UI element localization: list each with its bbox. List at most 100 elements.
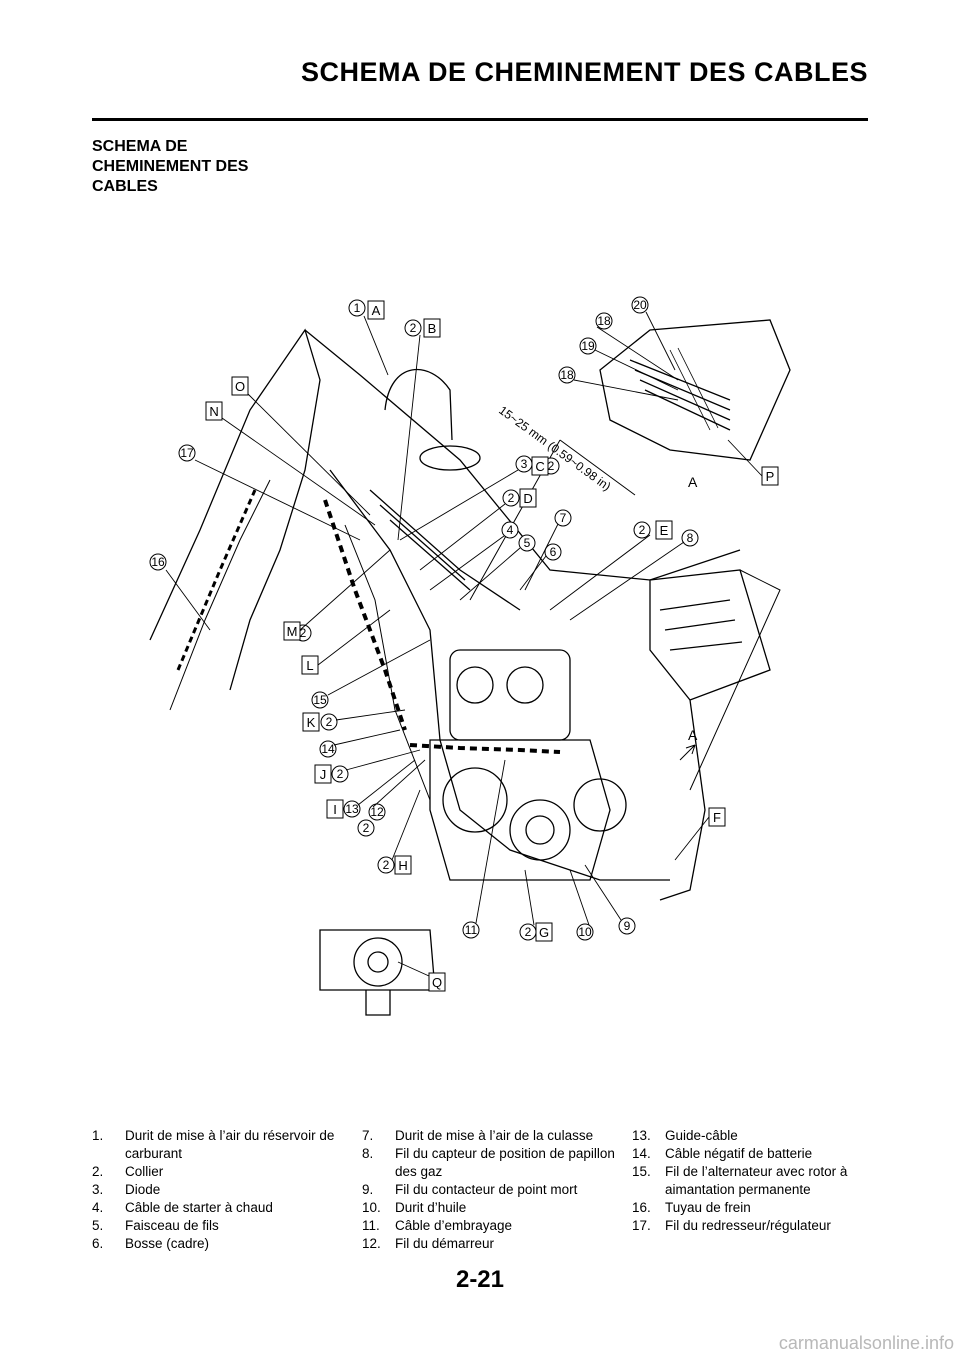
callout-letter: G bbox=[539, 925, 549, 940]
callout-letter: L bbox=[306, 658, 313, 673]
legend-item: 14. Câble négatif de batterie bbox=[632, 1145, 892, 1163]
legend-item: 16. Tuyau de frein bbox=[632, 1199, 892, 1217]
legend-item: 13. Guide-câble bbox=[632, 1127, 892, 1145]
legend-column: 7. Durit de mise à l’air de la culasse 8.… bbox=[362, 1127, 622, 1253]
callout-letter: I bbox=[333, 802, 337, 817]
legend-number: 3. bbox=[92, 1182, 104, 1197]
legend-text: Câble de starter à chaud bbox=[125, 1200, 273, 1215]
callout-number: 6 bbox=[550, 545, 557, 559]
legend-item: 3. Diode bbox=[92, 1181, 352, 1199]
callout-number: 2 bbox=[337, 767, 344, 781]
callout-letter: F bbox=[713, 810, 721, 825]
legend-item: 8.Fil du capteur de position de papillon… bbox=[362, 1145, 622, 1181]
callout-letter: A bbox=[372, 303, 381, 318]
legend-number: 15. bbox=[632, 1164, 651, 1179]
legend-number: 1. bbox=[92, 1128, 104, 1143]
legend-number: 4. bbox=[92, 1200, 104, 1215]
leader-lines bbox=[165, 311, 763, 977]
callout-number: 12 bbox=[370, 805, 384, 819]
header-rule bbox=[92, 118, 868, 121]
legend-text: Bosse (cadre) bbox=[125, 1236, 210, 1251]
callout-letter: N bbox=[209, 404, 218, 419]
legend-item: 12. Fil du démarreur bbox=[362, 1235, 622, 1253]
legend-item: 6. Bosse (cadre) bbox=[92, 1235, 352, 1253]
page-number: 2-21 bbox=[455, 1266, 505, 1293]
callout-letter: E bbox=[660, 523, 669, 538]
dimension-note: 15~25 mm (0.59~0.98 in) bbox=[496, 403, 613, 494]
legend-number: 6. bbox=[92, 1236, 104, 1251]
legend-item: 4. Câble de starter à chaud bbox=[92, 1199, 352, 1217]
callout-number: 2 bbox=[548, 459, 555, 473]
callout-number: 15 bbox=[313, 693, 327, 707]
legend-number: 13. bbox=[632, 1128, 651, 1143]
legend-text: Collier bbox=[125, 1164, 164, 1179]
letter-callouts: A B C D E F G H I J K L M N O P Q bbox=[205, 300, 779, 992]
legend-item: 1. Durit de mise à l’air du réservoir de … bbox=[92, 1127, 352, 1163]
legend-text: Diode bbox=[125, 1182, 161, 1197]
callout-number: 14 bbox=[321, 742, 335, 756]
legend-item: 11.Câble d’embrayage bbox=[362, 1217, 622, 1235]
callout-number: 17 bbox=[180, 446, 194, 460]
callout-letter: P bbox=[766, 469, 775, 484]
callout-letter: K bbox=[307, 715, 316, 730]
legend-number: 5. bbox=[92, 1218, 104, 1233]
watermark: carmanualsonline.info bbox=[778, 1333, 954, 1353]
callout-number: 18 bbox=[560, 368, 574, 382]
callout-number: 2 bbox=[639, 523, 646, 537]
view-marker: A bbox=[688, 727, 698, 743]
cable-routing-diagram: 15~25 mm (0.59~0.98 in) A A 1 2 3 2 2 4 … bbox=[149, 296, 791, 1016]
number-callouts: 1 2 3 2 2 4 5 6 7 2 8 9 10 2 11 2 12 13 … bbox=[149, 296, 699, 941]
legend-text: Fil de l’alternateur avec rotor à aimant… bbox=[665, 1164, 848, 1197]
legend-number: 12. bbox=[362, 1236, 381, 1251]
callout-number: 8 bbox=[687, 531, 694, 545]
callout-number: 9 bbox=[624, 919, 631, 933]
callout-letter: D bbox=[523, 491, 532, 506]
legend-item: 7. Durit de mise à l’air de la culasse bbox=[362, 1127, 622, 1145]
legend-number: 10. bbox=[362, 1200, 381, 1215]
callout-letter: H bbox=[398, 858, 407, 873]
callout-number: 13 bbox=[345, 802, 359, 816]
callout-number: 2 bbox=[508, 491, 515, 505]
legend-column: 13. Guide-câble 14. Câble négatif de batte… bbox=[632, 1127, 892, 1235]
page-header: SCHEMA DE CHEMINEMENT DES CABLES bbox=[0, 0, 960, 130]
legend-text: Durit de mise à l’air du réservoir de ca… bbox=[125, 1128, 335, 1161]
legend-text: Durit de mise à l’air de la culasse bbox=[395, 1128, 594, 1143]
callout-number: 5 bbox=[524, 536, 531, 550]
callout-number: 2 bbox=[383, 858, 390, 872]
callout-number: 20 bbox=[633, 298, 647, 312]
callout-number: 2 bbox=[300, 626, 307, 640]
diagram-linework bbox=[149, 319, 791, 1016]
callout-number: 2 bbox=[525, 925, 532, 939]
legend-text: Fil du capteur de position de papillon d… bbox=[395, 1146, 615, 1179]
legend-number: 16. bbox=[632, 1200, 651, 1215]
legend-number: 7. bbox=[362, 1128, 374, 1143]
legend-text: Fil du démarreur bbox=[395, 1236, 495, 1251]
legend-number: 17. bbox=[632, 1218, 651, 1233]
section-title: SCHEMA DE CHEMINEMENT DES CABLES bbox=[92, 137, 332, 197]
legend-number: 11. bbox=[362, 1218, 380, 1233]
callout-number: 16 bbox=[151, 555, 165, 569]
callout-number: 11 bbox=[465, 923, 478, 937]
legend-item: 9.Fil du contacteur de point mort bbox=[362, 1181, 622, 1199]
legend-text: Câble négatif de batterie bbox=[665, 1146, 813, 1161]
callout-letter: C bbox=[535, 459, 544, 474]
legend-text: Tuyau de frein bbox=[665, 1200, 751, 1215]
callout-number: 7 bbox=[560, 511, 567, 525]
legend-column: 1. Durit de mise à l’air du réservoir de … bbox=[92, 1127, 352, 1253]
callout-number: 19 bbox=[581, 339, 595, 353]
callout-number: 2 bbox=[326, 715, 333, 729]
legend-number: 14. bbox=[632, 1146, 651, 1161]
callout-number: 4 bbox=[507, 523, 514, 537]
view-arrow bbox=[679, 744, 696, 761]
legend-item: 5.Faisceau de fils bbox=[92, 1217, 352, 1235]
legend-item: 17.Fil du redresseur/régulateur bbox=[632, 1217, 892, 1235]
legend-item: 15. Fil de l’alternateur avec rotor à aim… bbox=[632, 1163, 892, 1199]
callout-letter: O bbox=[235, 379, 245, 394]
section-title-line: CHEMINEMENT DES bbox=[92, 158, 249, 175]
section-title-line: SCHEMA DE bbox=[92, 138, 188, 155]
legend-text: Guide-câble bbox=[665, 1128, 738, 1143]
callout-number: 2 bbox=[410, 321, 417, 335]
callout-letter: Q bbox=[432, 975, 442, 990]
callout-letter: J bbox=[320, 767, 327, 782]
callout-number: 1 bbox=[354, 301, 361, 315]
